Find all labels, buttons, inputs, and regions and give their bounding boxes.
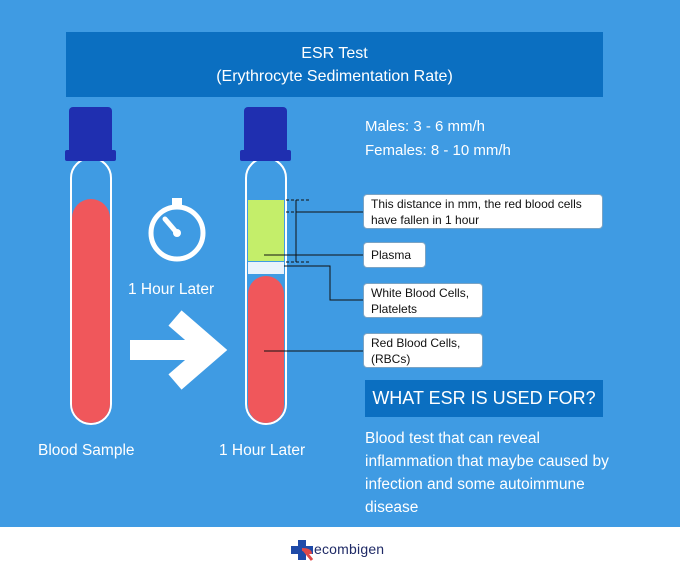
right-tube-cap-rim	[240, 150, 291, 161]
female-range: Females: 8 - 10 mm/h	[365, 142, 511, 159]
plasma-layer	[248, 200, 284, 261]
distance-callout: This distance in mm, the red blood cells…	[363, 194, 603, 229]
esr-diagram-graphics	[65, 107, 363, 425]
after-one-hour-tube	[240, 107, 291, 425]
blood-sample-caption: Blood Sample	[38, 442, 135, 459]
title-line-1: ESR Test	[301, 45, 368, 62]
wbc-callout: White Blood Cells, Platelets	[363, 283, 483, 318]
normal-ranges: Males: 3 - 6 mm/h Females: 8 - 10 mm/h	[365, 115, 511, 163]
used-for-description: Blood test that can reveal inflammation …	[365, 430, 609, 516]
blood-sample-tube	[65, 107, 116, 425]
logo-wordmark: ecombigen	[314, 541, 385, 557]
recombigen-logo: ecombigen	[290, 538, 400, 562]
timer-label: 1 Hour Later	[128, 281, 215, 298]
title-line-2: (Erythrocyte Sedimentation Rate)	[216, 68, 453, 85]
left-tube-cap	[69, 107, 112, 155]
left-tube-blood	[72, 199, 110, 423]
stopwatch-icon	[148, 198, 206, 262]
title-banner: ESR Test (Erythrocyte Sedimentation Rate…	[66, 32, 603, 97]
plasma-callout: Plasma	[363, 242, 426, 268]
right-tube-cap	[244, 107, 287, 155]
used-for-heading: WHAT ESR IS USED FOR?	[365, 380, 603, 417]
medical-cross-logo-icon	[291, 540, 314, 561]
male-range: Males: 3 - 6 mm/h	[365, 118, 486, 135]
right-arrow-icon	[130, 310, 228, 390]
left-tube-cap-rim	[65, 150, 116, 161]
buffy-coat-layer	[248, 262, 284, 274]
callout-connectors	[264, 211, 363, 352]
rbc-callout: Red Blood Cells, (RBCs)	[363, 333, 483, 368]
one-hour-later-caption: 1 Hour Later	[219, 442, 306, 459]
rbc-layer	[248, 276, 284, 423]
distance-marker	[286, 199, 310, 263]
